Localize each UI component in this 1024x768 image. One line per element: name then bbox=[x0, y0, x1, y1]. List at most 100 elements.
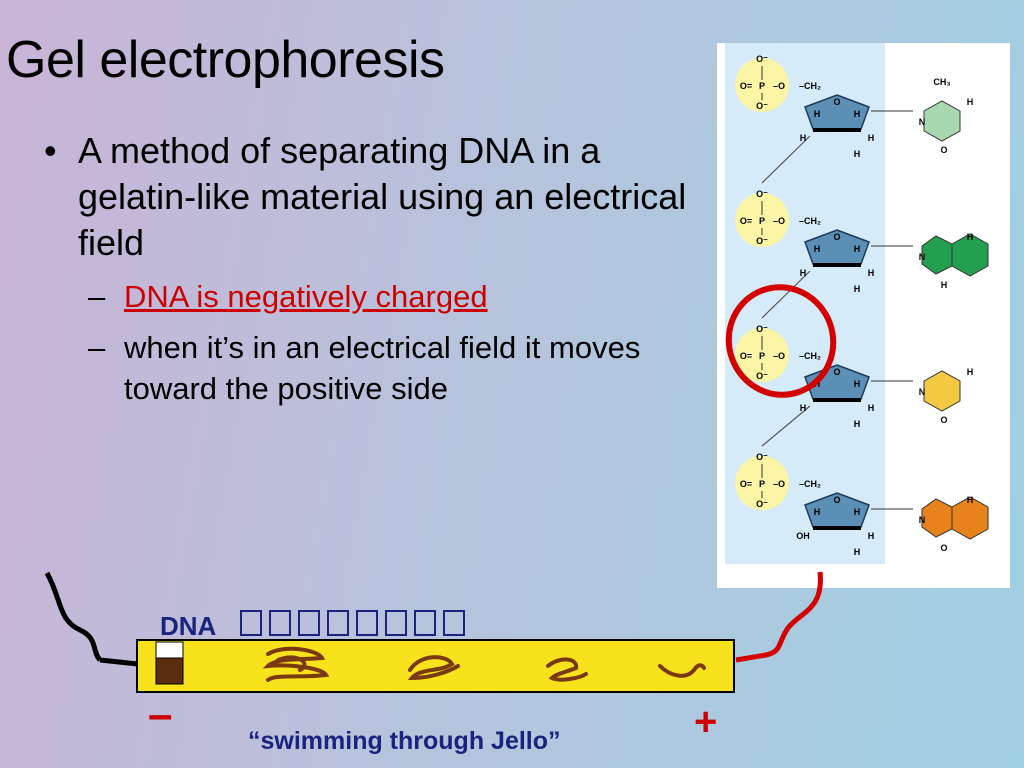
positive-wire bbox=[735, 571, 823, 663]
dna-fragment-tiny bbox=[658, 663, 706, 678]
sugar-h-left: H bbox=[814, 244, 821, 254]
adenine-bottom: H bbox=[941, 280, 948, 290]
sugar-h-bottom: H bbox=[868, 531, 875, 541]
sugar-h-right: H bbox=[854, 379, 861, 389]
sugar-h-left: H bbox=[814, 109, 821, 119]
thymine-ring bbox=[923, 100, 961, 142]
phosphate-o-left: O= bbox=[740, 351, 752, 361]
phosphate-o-bottom: O⁻ bbox=[756, 101, 768, 111]
negative-wire-end bbox=[99, 657, 139, 667]
guanine-ring-5 bbox=[921, 498, 953, 538]
sugar-h-left: H bbox=[814, 507, 821, 517]
ch2-label: –CH₂ bbox=[799, 351, 821, 361]
phosphate-o-right: –O bbox=[773, 351, 785, 361]
direction-arrows bbox=[240, 610, 465, 636]
sugar-h-right: H bbox=[854, 244, 861, 254]
phosphate-o-right: –O bbox=[773, 216, 785, 226]
main-bullet: • A method of separating DNA in a gelati… bbox=[44, 128, 694, 266]
adenine-h: H bbox=[967, 232, 974, 242]
negative-terminal-label: – bbox=[148, 690, 173, 739]
sugar-h-bottom: H bbox=[868, 133, 875, 143]
sugar-h-2prime: H bbox=[854, 547, 861, 557]
adenine-ring-5 bbox=[921, 235, 953, 275]
cytosine-ring bbox=[923, 370, 961, 412]
phosphate-o-top: O⁻ bbox=[756, 452, 768, 462]
phosphate-o-bottom: O⁻ bbox=[756, 371, 768, 381]
dna-fragment-medium bbox=[407, 655, 460, 681]
backbone-links bbox=[761, 135, 811, 447]
dna-fragment-large-coil bbox=[276, 655, 307, 672]
sugar-3prime: H bbox=[800, 268, 807, 278]
sub-bullet-charge-text[interactable]: DNA is negatively charged bbox=[124, 279, 488, 314]
sub-bullet-charge: – DNA is negatively charged bbox=[88, 276, 694, 317]
thymine-ch3: CH₃ bbox=[933, 77, 950, 87]
phosphate-o-left: O= bbox=[740, 479, 752, 489]
dash-icon: – bbox=[88, 330, 106, 365]
phosphate-group bbox=[735, 193, 789, 247]
sugar-3prime: OH bbox=[796, 531, 810, 541]
dna-sample-well bbox=[155, 657, 184, 685]
phosphate-p: P bbox=[759, 479, 765, 489]
sugar-h-right: H bbox=[854, 507, 861, 517]
thymine-bottom: O bbox=[940, 145, 947, 155]
arrow-placeholder-icon bbox=[269, 610, 291, 636]
dash-icon: – bbox=[88, 279, 106, 314]
guanine-ring-6 bbox=[951, 496, 989, 540]
sugar-h-2prime: H bbox=[854, 149, 861, 159]
slide-title: Gel electrophoresis bbox=[6, 31, 445, 89]
sugar-h-2prime: H bbox=[854, 419, 861, 429]
bullet-dot-icon: • bbox=[44, 130, 57, 171]
phosphate-p: P bbox=[759, 216, 765, 226]
phosphate-o-bottom: O⁻ bbox=[756, 499, 768, 509]
gel-caption: “swimming through Jello” bbox=[248, 727, 561, 755]
ch2-label: –CH₂ bbox=[799, 479, 821, 489]
cytosine-bottom: O bbox=[940, 415, 947, 425]
phosphate-o-bottom: O⁻ bbox=[756, 236, 768, 246]
cytosine-h: H bbox=[967, 367, 974, 377]
guanine-h: H bbox=[967, 495, 974, 505]
arrow-placeholder-icon bbox=[443, 610, 465, 636]
phosphate-group bbox=[735, 58, 789, 112]
dna-fragments bbox=[262, 646, 706, 682]
phosphate-o-left: O= bbox=[740, 81, 752, 91]
sugar-h-bottom: H bbox=[868, 403, 875, 413]
phosphate-p: P bbox=[759, 81, 765, 91]
ch2-label: –CH₂ bbox=[799, 81, 821, 91]
arrow-placeholder-icon bbox=[298, 610, 320, 636]
sugar-h-bottom: H bbox=[868, 268, 875, 278]
sugar-o: O bbox=[833, 367, 840, 377]
phosphate-o-left: O= bbox=[740, 216, 752, 226]
sub-bullet-movement-text: when it’s in an electrical field it move… bbox=[124, 330, 641, 406]
arrow-placeholder-icon bbox=[327, 610, 349, 636]
adenine-ring-6 bbox=[951, 233, 989, 277]
phosphate-group bbox=[735, 456, 789, 510]
phosphate-group bbox=[735, 328, 789, 382]
dna-label: DNA bbox=[160, 611, 217, 641]
adenine-n: N bbox=[919, 252, 926, 262]
positive-terminal-label: + bbox=[694, 700, 718, 744]
sugar-o: O bbox=[833, 97, 840, 107]
arrow-placeholder-icon bbox=[240, 610, 262, 636]
phosphate-o-right: –O bbox=[773, 479, 785, 489]
sugar-o: O bbox=[833, 232, 840, 242]
dna-fragment-large bbox=[262, 646, 330, 682]
bullet-list: • A method of separating DNA in a gelati… bbox=[44, 128, 694, 409]
phosphate-o-right: –O bbox=[773, 81, 785, 91]
gel-diagram bbox=[44, 571, 823, 693]
ch2-label: –CH₂ bbox=[799, 216, 821, 226]
phosphate-highlight-circle bbox=[725, 284, 837, 398]
main-bullet-text: A method of separating DNA in a gelatin-… bbox=[78, 130, 687, 263]
arrow-placeholder-icon bbox=[414, 610, 436, 636]
arrow-placeholder-icon bbox=[385, 610, 407, 636]
gel-well bbox=[155, 641, 184, 659]
negative-wire bbox=[44, 571, 102, 662]
sugar-h-2prime: H bbox=[854, 284, 861, 294]
cytosine-n: N bbox=[919, 387, 926, 397]
sub-bullet-movement: – when it’s in an electrical field it mo… bbox=[88, 327, 694, 409]
